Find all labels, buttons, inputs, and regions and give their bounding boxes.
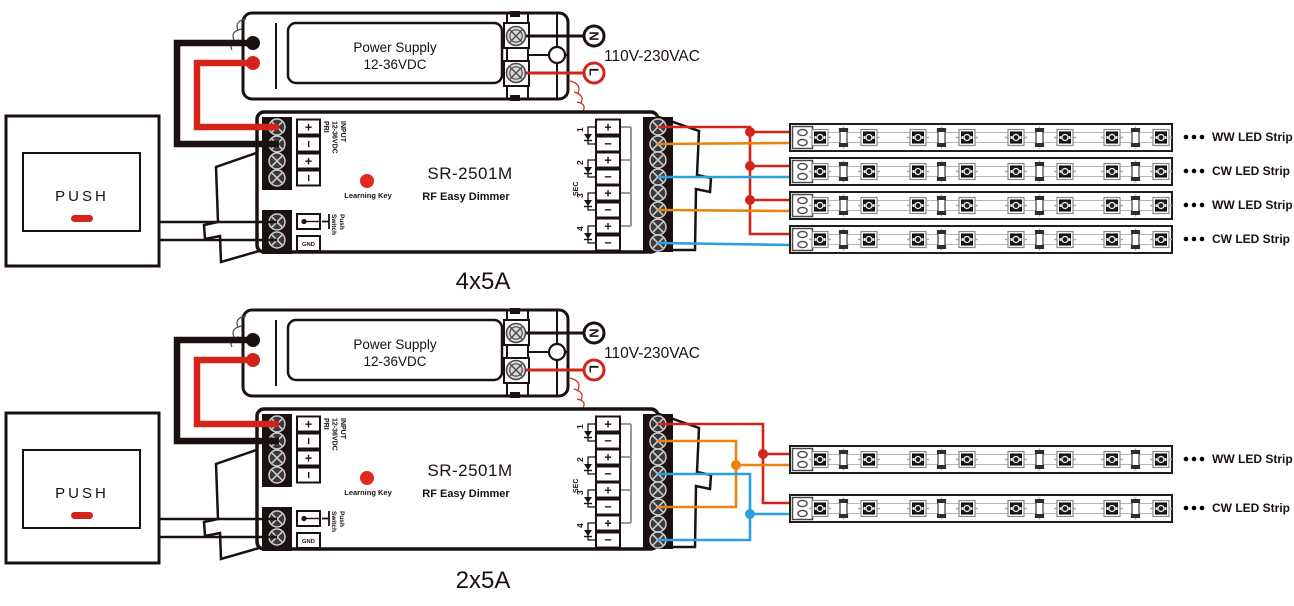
output-wiring-4ch — [657, 125, 791, 247]
led-strip-cw-2 — [790, 226, 1172, 253]
strip-label-1: WW LED Strip — [1212, 130, 1293, 144]
led-strip-cw-1 — [790, 158, 1172, 185]
junction-dot — [731, 460, 741, 470]
junction-dot — [745, 161, 755, 171]
wire-red-positive-bus — [658, 125, 790, 236]
diagram-4x5a: WW LED Strip CW LED Strip WW LED Strip C… — [6, 11, 1293, 295]
wire-red-positive-bus — [658, 422, 790, 505]
wire-blue-ch4 — [657, 241, 791, 247]
wire-blue-paralleled — [658, 472, 752, 542]
strip-label-2: CW LED Strip — [1212, 164, 1290, 178]
strip-labels: WW LED Strip CW LED Strip — [1183, 452, 1293, 515]
diagram-caption: 4x5A — [456, 268, 511, 295]
led-strip-cw — [790, 495, 1172, 522]
diagram-caption: 2x5A — [456, 567, 511, 594]
diagram-2x5a: WW LED Strip CW LED Strip 2x5A — [6, 308, 1293, 594]
output-wiring-2ch — [658, 422, 790, 542]
junction-dot — [745, 509, 755, 519]
strip-labels: WW LED Strip CW LED Strip WW LED Strip C… — [1183, 130, 1293, 246]
led-strip-ww — [790, 446, 1172, 473]
wire-orange-ch1 — [657, 141, 791, 146]
led-strip-ww-2 — [790, 192, 1172, 219]
junction-dot — [745, 127, 755, 137]
led-strip-ww-1 — [790, 124, 1172, 151]
strip-label-4: CW LED Strip — [1212, 232, 1290, 246]
strip-label-3: WW LED Strip — [1212, 198, 1293, 212]
strip-label-2: CW LED Strip — [1212, 501, 1290, 515]
strip-label-1: WW LED Strip — [1212, 452, 1293, 466]
wire-orange-ch3 — [657, 208, 791, 213]
continuation-dots — [1183, 134, 1205, 242]
junction-dot — [758, 449, 768, 459]
junction-dot — [745, 195, 755, 205]
continuation-dots — [1183, 456, 1205, 511]
